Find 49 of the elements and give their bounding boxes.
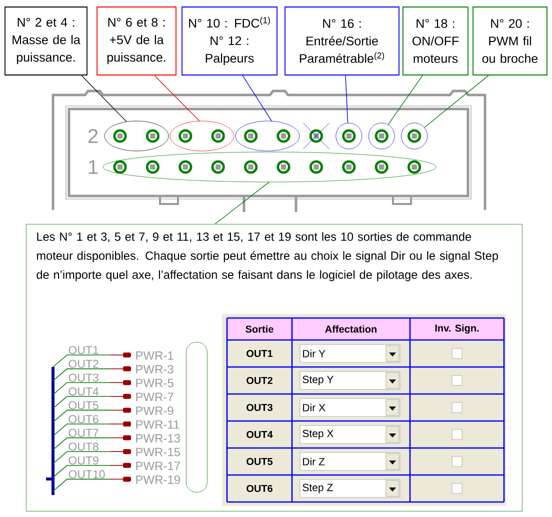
pin-label: PWR-5 [136,378,174,388]
bracket-outline [186,342,208,492]
signal-label: OUT9 [68,456,98,464]
signal-label: OUT5 [68,401,98,410]
pin-label: PWR-3 [136,365,174,374]
dropdown-field: Step X [300,425,400,444]
leader-line [424,75,489,128]
dropdown-field: Dir X [300,398,400,417]
signal-label: OUT1 [68,346,98,354]
pin-circle [368,122,395,150]
dropdown-field: Dir Y [300,344,400,363]
dropdown-field: Step Y [300,371,400,390]
column-header: Affectation [325,325,376,333]
callout-box: N° 6 et 8 : +5V de la puissance. [96,6,176,76]
callout-box: N° 20 : PWM fil ou broche [472,6,548,76]
pin-group-outline [102,152,436,182]
dropdown-field: Step Z [300,479,400,498]
pin-circle [336,122,362,150]
pin-group-outline [170,120,234,152]
signal-label: OUT7 [68,428,98,437]
row-label: OUT1 [246,350,273,358]
callout-box: N° 10 : FDC$^{(1)}$ N° 12 : Palpeurs [182,6,278,76]
signal-label: OUT8 [68,442,98,451]
row-label: OUT2 [246,376,272,384]
pin-group-outline [235,120,300,152]
dropdown-field: Dir Z [300,452,400,471]
callout-box: N° 18 : ON/OFF moteurs [402,6,468,76]
signal-label: OUT2 [68,360,98,368]
row-label: OUT5 [246,458,273,466]
pin-label: PWR-1 [136,351,174,360]
pin-label: PWR-7 [136,392,174,402]
pin-circle [401,122,428,150]
signal-label: OUT4 [68,387,99,396]
row-label: OUT3 [246,404,272,412]
signal-label: OUT6 [68,414,98,424]
row-number: 1 [88,160,98,174]
callout-box: N° 2 et 4 : Masse de la puissance. [4,6,88,76]
signal-label: OUT10 [68,470,105,478]
signal-label: OUT3 [68,374,98,382]
column-header: Sortie [246,325,274,333]
callout-box: N° 16 : Entrée/Sortie Paramétrable$^{(2)}$ [284,6,400,76]
column-header: Inv. Sign. [435,324,479,334]
row-label: OUT4 [246,430,273,438]
leader-line [388,75,423,125]
leader-line [345,75,348,124]
pin-group-outline [104,120,169,152]
row-label: OUT6 [246,484,272,492]
row-number: 2 [88,129,98,143]
pin-label: PWR-9 [136,406,174,415]
